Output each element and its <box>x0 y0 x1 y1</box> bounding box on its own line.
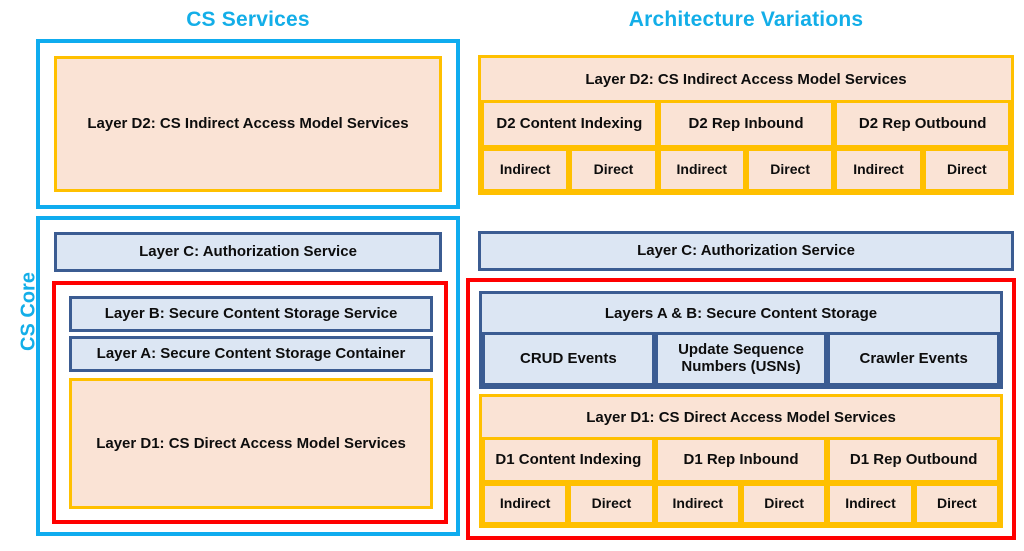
d1-access-mode-cell-2[interactable]: Direct <box>568 483 655 525</box>
layers-a-and-b-group: Layers A & B: Secure Content Storage CRU… <box>479 291 1003 389</box>
cs-core-red-group: Layer B: Secure Content Storage Service … <box>52 281 448 524</box>
d1-service-cell-3[interactable]: D1 Rep Outbound <box>827 437 1001 483</box>
layers-ab-item-cell-1[interactable]: CRUD Events <box>482 332 655 386</box>
layer-c-authorization-service-box-right[interactable]: Layer C: Authorization Service <box>478 231 1014 271</box>
page-title-cs-services: CS Services <box>186 8 310 31</box>
d2-access-mode-cell-4[interactable]: Direct <box>745 148 835 192</box>
d2-access-mode-cell-6[interactable]: Direct <box>922 148 1011 192</box>
d1-service-cell-1[interactable]: D1 Content Indexing <box>482 437 655 483</box>
d1-access-mode-cell-4[interactable]: Direct <box>740 483 828 525</box>
d2-service-cell-3[interactable]: D2 Rep Outbound <box>834 100 1012 148</box>
d2-service-cell-1[interactable]: D2 Content Indexing <box>481 100 658 148</box>
layer-d1-group: Layer D1: CS Direct Access Model Service… <box>479 394 1003 528</box>
layer-a-secure-content-storage-container-box[interactable]: Layer A: Secure Content Storage Containe… <box>69 336 433 372</box>
d1-access-mode-cell-6[interactable]: Direct <box>913 483 1000 525</box>
architecture-d2-group: Layer D2: CS Indirect Access Model Servi… <box>478 55 1014 195</box>
d1-group-header: Layer D1: CS Direct Access Model Service… <box>586 408 896 426</box>
d2-access-mode-cell-5[interactable]: Indirect <box>834 148 923 192</box>
d2-access-mode-cell-2[interactable]: Direct <box>569 148 658 192</box>
architecture-red-group: Layers A & B: Secure Content Storage CRU… <box>466 278 1016 540</box>
d1-service-cell-2[interactable]: D1 Rep Inbound <box>654 437 828 483</box>
cs-services-panel: Layer D2: CS Indirect Access Model Servi… <box>36 39 460 209</box>
d1-access-mode-cell-5[interactable]: Indirect <box>827 483 914 525</box>
layer-c-authorization-service-box[interactable]: Layer C: Authorization Service <box>54 232 442 272</box>
layer-b-secure-content-storage-service-box[interactable]: Layer B: Secure Content Storage Service <box>69 296 433 332</box>
d2-access-mode-cell-1[interactable]: Indirect <box>481 148 570 192</box>
d1-access-mode-cell-1[interactable]: Indirect <box>482 483 569 525</box>
d2-access-mode-cell-3[interactable]: Indirect <box>657 148 746 192</box>
layers-ab-header: Layers A & B: Secure Content Storage <box>604 304 878 322</box>
d2-service-cell-2[interactable]: D2 Rep Inbound <box>657 100 835 148</box>
layer-d2-indirect-access-box[interactable]: Layer D2: CS Indirect Access Model Servi… <box>54 56 442 192</box>
d1-access-mode-cell-3[interactable]: Indirect <box>654 483 741 525</box>
layers-ab-item-cell-3[interactable]: Crawler Events <box>827 332 1001 386</box>
d2-group-header: Layer D2: CS Indirect Access Model Servi… <box>585 70 907 88</box>
layers-ab-item-cell-2[interactable]: Update Sequence Numbers (USNs) <box>654 332 828 386</box>
page-title-architecture-variations: Architecture Variations <box>628 8 864 31</box>
layer-d1-direct-access-box[interactable]: Layer D1: CS Direct Access Model Service… <box>69 378 433 509</box>
